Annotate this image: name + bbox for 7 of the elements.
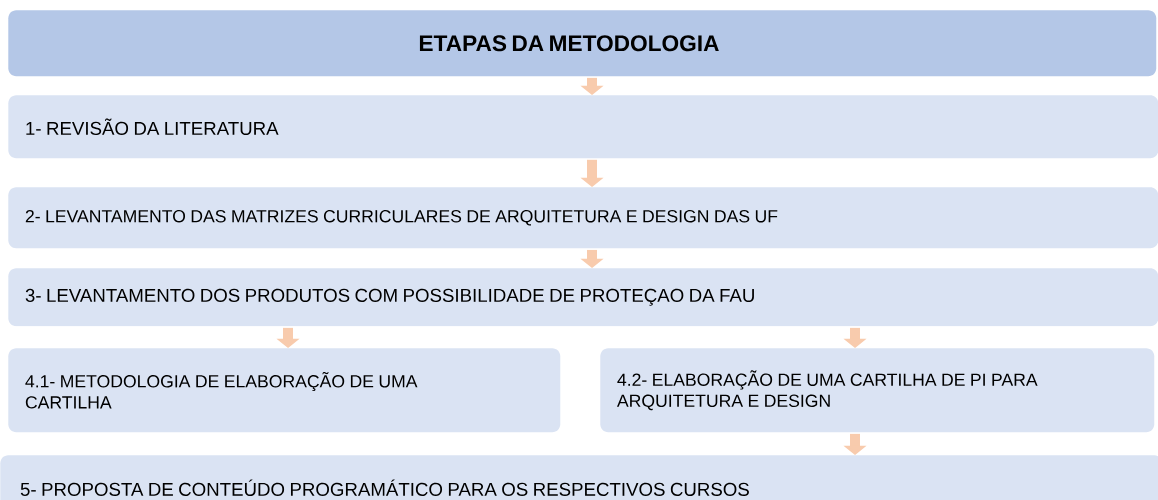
step-box: 2- LEVANTAMENTO DAS MATRIZES CURRICULARES DE ARQUITETURA E DESIGN DAS UF bbox=[8, 187, 1158, 249]
step-box: 4.1- METODOLOGIA DE ELABORAÇÃO DE UMA CARTILHA bbox=[8, 348, 561, 433]
step-box: 4.2- ELABORAÇÃO DE UMA CARTILHA DE PI PARA ARQUITETURA E DESIGN bbox=[600, 348, 1155, 433]
step-box: 5- PROPOSTA DE CONTEÚDO PROGRAMÁTICO PARA OS RESPECTIVOS CURSOS bbox=[0, 455, 1158, 500]
title-box: ETAPAS DA METODOLOGIA bbox=[8, 10, 1157, 77]
step-box: 3- LEVANTAMENTO DOS PRODUTOS COM POSSIBILIDADE DE PROTEÇAO DA FAU bbox=[8, 268, 1158, 327]
step-box: 1- REVISÃO DA LITERATURA bbox=[8, 95, 1158, 159]
